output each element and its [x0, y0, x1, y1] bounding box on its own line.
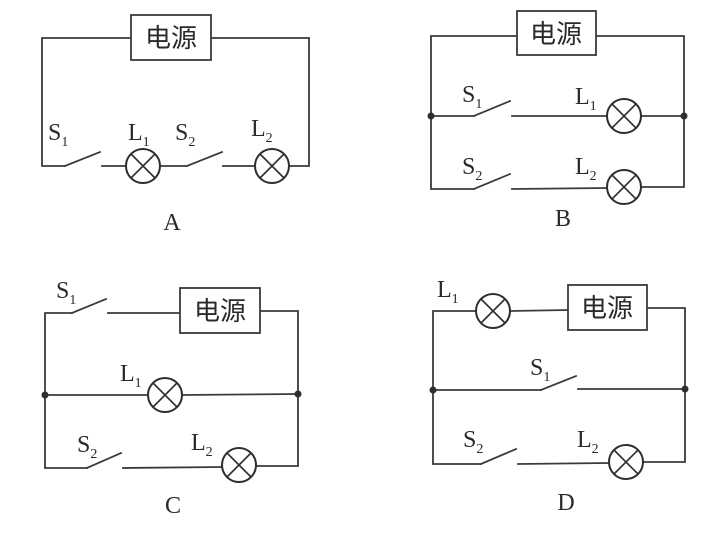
label-s2: S2 — [77, 432, 97, 462]
option-label-c: C — [165, 493, 181, 519]
label-l2: L2 — [577, 427, 599, 457]
junction-node — [681, 385, 689, 393]
power-source-label: 电源 — [194, 297, 246, 327]
label-s1: S1 — [462, 82, 482, 112]
label-s1: S1 — [48, 120, 68, 150]
lamp-l1 — [125, 148, 161, 184]
lamp-l2 — [606, 169, 642, 205]
label-l1: L1 — [437, 277, 459, 307]
wire — [595, 35, 685, 188]
wire — [210, 37, 310, 167]
switch-s1 — [70, 297, 108, 315]
junction-node — [294, 390, 302, 398]
wire — [44, 312, 88, 469]
lamp-l1 — [475, 293, 511, 329]
option-label-b: B — [555, 206, 571, 232]
circuit-a: 电源 S1 L1 S2 L2 A — [41, 14, 310, 236]
power-source: 电源 — [567, 284, 648, 331]
label-l2: L2 — [251, 116, 273, 146]
lamp-l2 — [254, 148, 290, 184]
wire — [41, 37, 132, 167]
lamp-l2 — [608, 444, 644, 480]
junction-node — [429, 386, 437, 394]
lamp-l1 — [606, 98, 642, 134]
option-label-a: A — [163, 210, 181, 236]
switch-s2 — [472, 172, 512, 191]
label-s1: S1 — [530, 355, 550, 385]
label-l2: L2 — [191, 430, 213, 460]
label-s2: S2 — [463, 427, 483, 457]
power-source-label: 电源 — [145, 24, 197, 54]
lamp-l2 — [221, 447, 257, 483]
switch-s1 — [472, 99, 512, 118]
wire — [122, 466, 223, 469]
power-source: 电源 — [179, 287, 261, 334]
label-s2: S2 — [462, 154, 482, 184]
power-source-label: 电源 — [530, 20, 582, 50]
wire — [255, 310, 299, 467]
lamp-l1 — [147, 377, 183, 413]
switch-s2 — [479, 447, 518, 466]
label-l1: L1 — [575, 84, 597, 114]
label-l1: L1 — [120, 361, 142, 391]
wire — [511, 187, 608, 190]
switch-s2 — [85, 451, 123, 470]
label-l2: L2 — [575, 154, 597, 184]
wire — [509, 309, 569, 312]
junction-node — [427, 112, 435, 120]
power-source: 电源 — [516, 10, 597, 56]
circuit-d: L1 电源 S1 S2 L2 D — [429, 277, 689, 516]
switch-s2 — [185, 150, 224, 168]
wire — [517, 462, 610, 465]
label-s1: S1 — [56, 278, 76, 308]
circuit-c: 电源 S1 L1 S2 L2 C — [41, 278, 302, 519]
option-label-d: D — [557, 490, 574, 516]
wire — [181, 393, 299, 396]
junction-node — [680, 112, 688, 120]
switch-s1 — [539, 374, 578, 392]
junction-node — [41, 391, 49, 399]
label-s2: S2 — [175, 120, 195, 150]
label-l1: L1 — [128, 120, 150, 150]
power-source: 电源 — [130, 14, 212, 61]
switch-s1 — [63, 150, 102, 168]
power-source-label: 电源 — [581, 294, 633, 324]
wire — [642, 307, 686, 463]
circuit-b: 电源 S1 L1 S2 L2 B — [427, 10, 688, 232]
